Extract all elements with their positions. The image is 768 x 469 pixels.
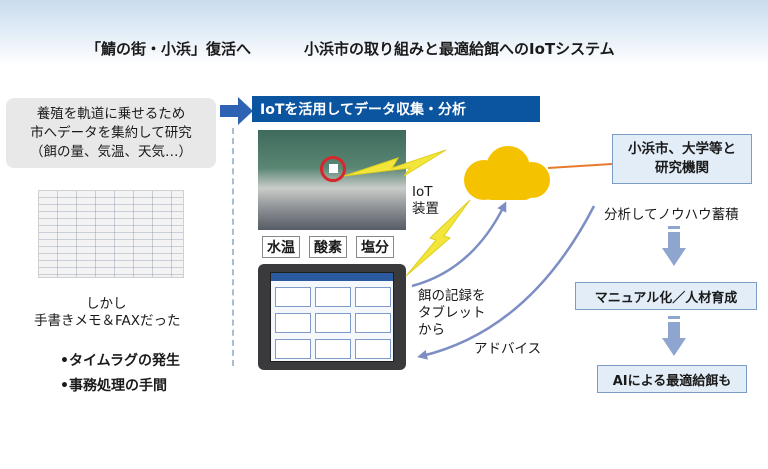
iot-banner: IoTを活用してデータ収集・分析 [252,96,540,122]
caption-however: しかし [86,296,127,312]
iot-device-label: IoT 装置 [412,184,439,218]
arrow-down-icon [662,226,686,266]
tablet-card [355,313,391,333]
lightning-bolt-icon [405,199,471,277]
header-title-right: 小浜市の取り組みと最適給餌へのIoTシステム [304,40,615,58]
tablet-card [275,287,311,307]
iot-device-label-line: IoT [412,184,433,200]
research-goal-line: （餌の量、気温、天気…） [30,143,192,160]
header-band: 「鯖の街・小浜」復活へ 小浜市の取り組みと最適給餌へのIoTシステム [0,0,768,66]
tablet-screen [270,272,394,362]
research-institution-box: 小浜市、大学等と 研究機関 [612,134,752,184]
tablet-card [275,339,311,359]
tablet-record-label: 餌の記録を タブレット から [418,288,486,339]
advice-label: アドバイス [474,341,542,357]
problem-bullet-timelag: •タイムラグの発生 [60,353,180,369]
sensor-label-oxygen: 酸素 [309,236,347,258]
tablet-card [315,287,351,307]
analysis-label: 分析してノウハウ蓄積 [604,207,739,223]
sensor-label-salinity: 塩分 [356,236,394,258]
arrow-down-icon [662,316,686,356]
research-goal-line: 養殖を軌道に乗せるため [36,105,186,122]
tablet-card [315,339,351,359]
tablet-card [275,313,311,333]
dashed-divider [232,128,234,366]
research-goal-line: 市へデータを集約して研究 [30,124,192,141]
research-institution-line: 研究機関 [655,160,709,176]
tablet-card [355,287,391,307]
advice-arrow [417,205,596,360]
arrow-right-icon [220,97,253,125]
header-title-left: 「鯖の街・小浜」復活へ [86,40,252,58]
lightning-bolt-icon [343,149,447,177]
ai-feeding-box: AIによる最適給餌も [597,365,747,393]
research-goal-box: 養殖を軌道に乗せるため 市へデータを集約して研究 （餌の量、気温、天気…） [6,98,216,168]
cloud-icon [464,146,550,200]
sensor-label-water-temp: 水温 [262,236,300,258]
caption-handwritten-fax: 手書きメモ＆FAXだった [34,313,181,329]
tablet-record-line: 餌の記録を [418,288,486,304]
iot-device-label-line: 装置 [412,201,439,217]
handwritten-memo-photo [38,190,184,278]
cloud-to-research-connector [547,163,613,169]
tablet-photo [258,264,406,370]
tablet-app-bar [271,273,393,281]
research-institution-line: 小浜市、大学等と [628,141,736,157]
problem-bullet-paperwork: •事務処理の手間 [60,378,167,394]
iot-device-highlight-icon [320,156,346,182]
tablet-card [315,313,351,333]
manual-training-box: マニュアル化／人材育成 [575,282,757,310]
tablet-record-line: タブレット [418,305,486,321]
tablet-record-line: から [418,322,445,338]
tablet-card [355,339,391,359]
fish-pool-photo [258,130,406,230]
upload-arrow [411,201,507,288]
